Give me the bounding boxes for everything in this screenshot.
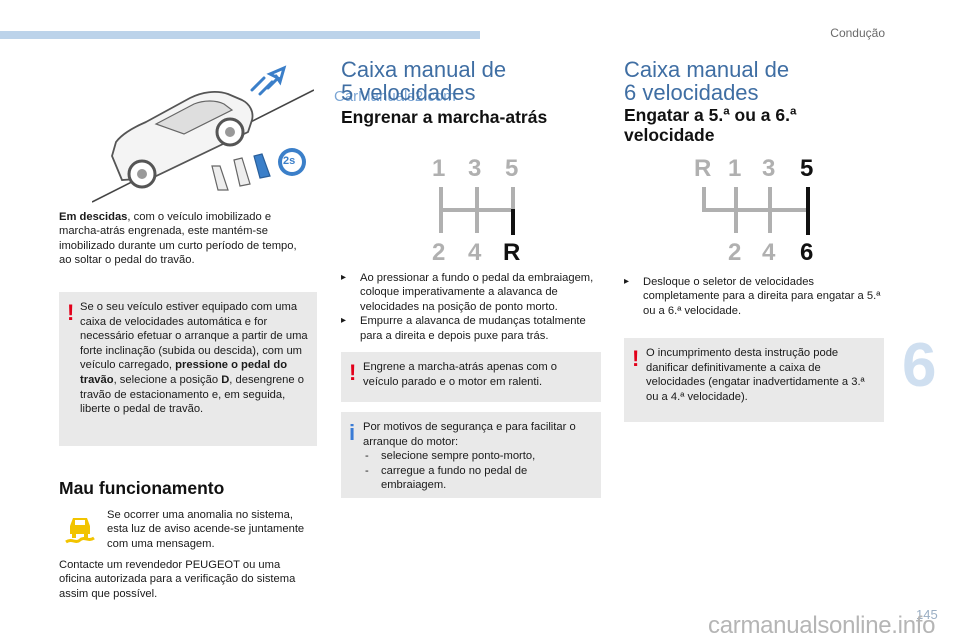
warning-part3: , desengrene o travão de estacionamento …	[80, 373, 304, 416]
hill-descent-text: Em descidas, com o veículo imobilizado e…	[59, 210, 309, 268]
warning-box-reverse: ! Engrene a marcha-atrás apenas com o ve…	[341, 352, 601, 402]
gear-2: 2	[728, 239, 742, 266]
warning-reverse-text: Engrene a marcha-atrás apenas com o veíc…	[363, 361, 558, 388]
gear-2: 2	[432, 239, 446, 266]
watermark-top: CarManuals2.com	[334, 88, 456, 105]
gear-5: 5	[800, 155, 814, 182]
gear-diagram-5speed: 1 3 5 2 4 R	[425, 155, 535, 267]
hill-assist-warning-icon	[65, 518, 95, 544]
gear-1: 1	[432, 155, 446, 182]
gear-3: 3	[762, 155, 776, 182]
gear-1: 1	[728, 155, 742, 182]
reverse-gear-subtitle: Engrenar a marcha-atrás	[341, 107, 548, 127]
gear-3: 3	[468, 155, 482, 182]
malfunction-text: Se ocorrer uma anomalia no sistema, esta…	[107, 509, 305, 550]
bullet-icon: ▸	[341, 315, 347, 327]
info-item-text: selecione sempre ponto-morto,	[381, 450, 536, 463]
dash-marker: -	[365, 464, 369, 477]
gear56-subtitle-line1: Engatar a 5.ª ou a 6.ª	[624, 105, 797, 125]
watermark-bottom: carmanualsonline.info	[708, 612, 936, 639]
warning-automatic-text: Se o seu veículo estiver equipado com um…	[80, 300, 308, 417]
info-intro: Por motivos de segurança e para facilita…	[363, 421, 576, 448]
list-item: ▸ Ao pressionar a fundo o pedal da embrai…	[341, 271, 603, 314]
bullet-text: Desloque o seletor de velocidades comple…	[643, 276, 881, 317]
hill-descent-bold: Em descidas	[59, 211, 128, 223]
manual6-title-line1: Caixa manual de	[624, 57, 790, 82]
hill-badge-label: 2s	[283, 155, 296, 167]
header-bar	[0, 31, 480, 39]
list-item: -selecione sempre ponto-morto,	[363, 449, 595, 464]
warning-icon: !	[632, 346, 640, 371]
hill-descent-rest: , com o veículo imobilizado e marcha-atr…	[59, 211, 297, 267]
info-box-safety: i Por motivos de segurança e para facili…	[341, 412, 601, 498]
warning-d: D	[221, 373, 230, 386]
list-item: -carregue a fundo no pedal de embraiagem…	[363, 464, 595, 493]
info-text: Por motivos de segurança e para facilita…	[363, 420, 595, 493]
warning-gearbox-text: O incumprimento desta instrução pode dan…	[646, 347, 865, 403]
gear-5: 5	[505, 155, 519, 182]
bullet-text: Empurre a alavanca de mudanças totalment…	[360, 315, 586, 342]
section-title: Condução	[830, 26, 885, 40]
manual5-title-line2: 5 velocidades	[341, 80, 476, 105]
dash-marker: -	[365, 450, 369, 463]
gear-reverse: R	[503, 239, 521, 266]
manual6-title-line2: 6 velocidades	[624, 80, 759, 105]
bullet-icon: ▸	[341, 272, 347, 283]
gear56-subtitle-line2: velocidade	[624, 125, 715, 145]
hill-start-illustration	[92, 65, 314, 203]
info-item-text: carregue a fundo no pedal de embraiagem.	[381, 464, 528, 492]
list-item: ▸ Desloque o seletor de velocidades compl…	[624, 275, 882, 318]
warning-part1: Se o seu veículo estiver equipado com um…	[80, 301, 308, 372]
gear-6: 6	[800, 239, 814, 266]
list-item: ▸ Empurre a alavanca de mudanças totalmen…	[341, 314, 603, 343]
warning-box-automatic: ! Se o seu veículo estiver equipado com …	[59, 292, 317, 446]
gear-reverse: R	[694, 155, 712, 182]
warning-box-gearbox: ! O incumprimento desta instrução pode d…	[624, 338, 884, 422]
warning-icon: !	[67, 300, 75, 325]
warning-bold: pressione o pedal do travão	[80, 359, 288, 386]
gear-4: 4	[468, 239, 482, 266]
bullet-icon: ▸	[624, 276, 630, 287]
warning-part2: , selecione a posição	[113, 373, 222, 386]
gear-diagram-6speed: R 1 3 5 2 4 6	[690, 155, 830, 267]
gear-4: 4	[762, 239, 776, 266]
warning-icon: !	[349, 360, 357, 385]
malfunction-title: Mau funcionamento	[59, 478, 225, 498]
info-icon: i	[349, 420, 356, 445]
bullet-text: Ao pressionar a fundo o pedal da embraia…	[360, 272, 594, 313]
chapter-number: 6	[902, 331, 937, 400]
manual5-title-line1: Caixa manual de	[341, 57, 507, 82]
page-number: 145	[916, 607, 938, 622]
contact-dealer-text: Contacte um revendedor PEUGEOT ou uma of…	[59, 559, 296, 600]
